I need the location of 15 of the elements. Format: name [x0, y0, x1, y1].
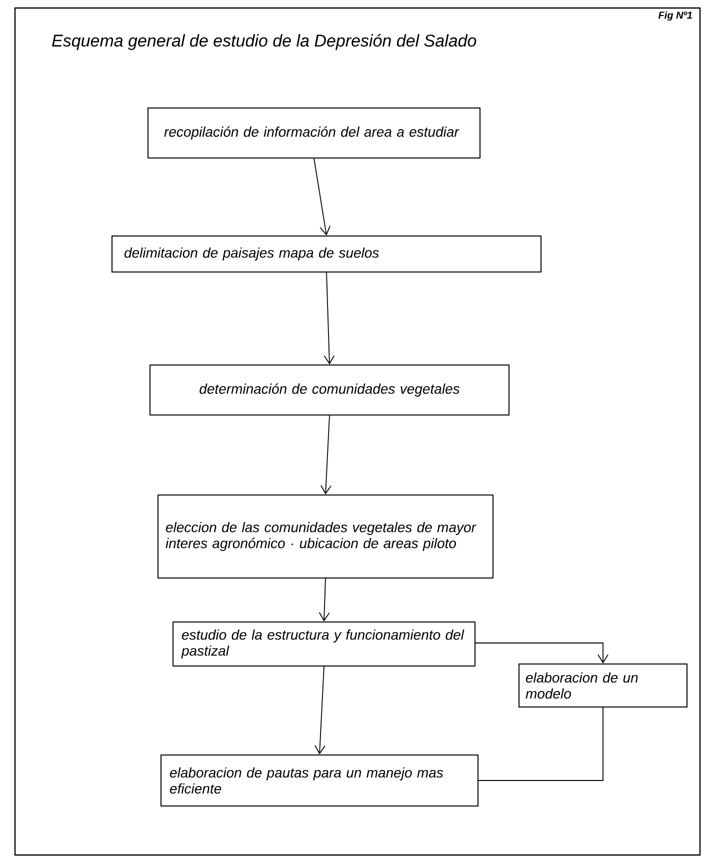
process-box: recopilación de información del area a estudiar: [148, 108, 480, 158]
arrow: [475, 642, 608, 664]
process-box: delimitacion de paisajes mapa de suelos: [112, 236, 542, 272]
process-box: estudio de la estructura y funcionamiento del pastizal: [172, 622, 476, 666]
arrow: [324, 272, 335, 364]
arrow: [314, 666, 326, 754]
title: Esquema general de estudio de la Depresión del Salado: [52, 34, 476, 50]
process-box: determinación de comunidades vegetales: [150, 364, 510, 416]
arrow: [318, 578, 330, 622]
figure-number: Fig Nº1: [658, 11, 692, 21]
arrow: [314, 158, 330, 236]
process-box: eleccion de las comunidades vegetales de mayor interes agronómico · ubicacion de areas piloto: [158, 494, 494, 578]
process-box: elaboracion de pautas para un manejo mas eficiente: [160, 754, 478, 806]
arrow: [320, 415, 332, 494]
process-box: elaboracion de un modelo: [518, 664, 688, 708]
